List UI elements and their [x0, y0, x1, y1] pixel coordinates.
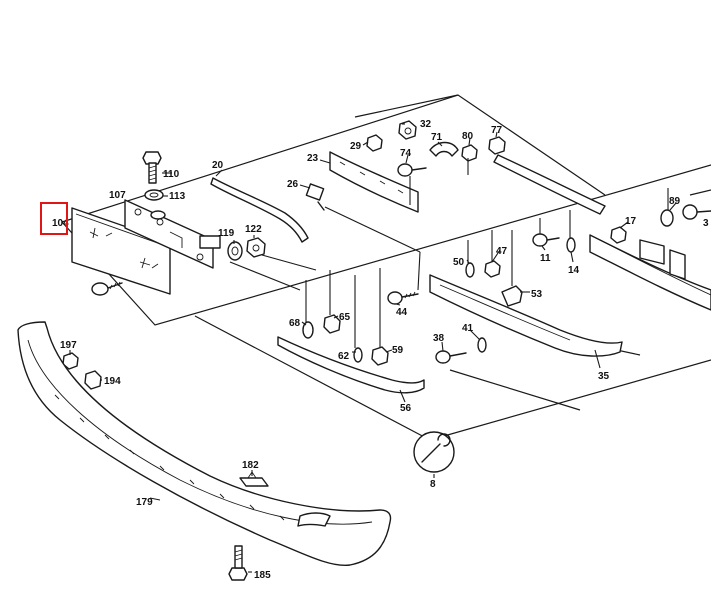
label-53[interactable]: 53 — [531, 289, 543, 300]
moulding-56[interactable] — [277, 336, 425, 394]
washer-41[interactable] — [477, 337, 487, 353]
label-29[interactable]: 29 — [350, 141, 362, 152]
label-50[interactable]: 50 — [453, 257, 465, 268]
label-56[interactable]: 56 — [400, 403, 412, 414]
label-62[interactable]: 62 — [338, 351, 350, 362]
label-59[interactable]: 59 — [392, 345, 404, 356]
screw-38[interactable] — [435, 350, 467, 364]
nut-47[interactable] — [484, 260, 501, 278]
screw-11[interactable] — [532, 233, 560, 247]
label-194[interactable]: 194 — [104, 376, 121, 387]
washer-50[interactable] — [465, 262, 475, 278]
nut-77[interactable] — [488, 136, 506, 155]
part-labels: 104 107 110 113 20 119 122 23 26 29 32 7… — [52, 119, 709, 581]
washer-68[interactable] — [302, 321, 314, 339]
label-80[interactable]: 80 — [462, 131, 474, 142]
clip-182[interactable] — [239, 471, 269, 487]
clip-53[interactable] — [501, 285, 523, 307]
label-113[interactable]: 113 — [169, 191, 186, 202]
leader-lines — [69, 123, 677, 573]
label-197[interactable]: 197 — [60, 340, 77, 351]
label-71[interactable]: 71 — [431, 132, 443, 143]
nut-59[interactable] — [371, 346, 389, 366]
label-47[interactable]: 47 — [496, 246, 508, 257]
label-8[interactable]: 8 — [430, 479, 436, 490]
label-20[interactable]: 20 — [212, 160, 224, 171]
label-17[interactable]: 17 — [625, 216, 637, 227]
spoiler-179[interactable] — [17, 321, 392, 567]
bumper-rail-upper[interactable] — [493, 154, 606, 215]
screw-44[interactable] — [387, 291, 419, 305]
bolt-110[interactable] — [142, 151, 162, 184]
nut-122[interactable] — [246, 237, 266, 258]
washer-14[interactable] — [566, 237, 576, 253]
label-74[interactable]: 74 — [400, 148, 412, 159]
label-89[interactable]: 89 — [669, 196, 681, 207]
washer-119[interactable] — [227, 241, 243, 261]
label-11[interactable]: 11 — [540, 253, 551, 264]
nut-65[interactable] — [323, 314, 341, 334]
bracket-89[interactable] — [589, 234, 711, 311]
label-179[interactable]: 179 — [136, 497, 153, 508]
label-77[interactable]: 77 — [491, 125, 503, 136]
label-23[interactable]: 23 — [307, 153, 319, 164]
label-38[interactable]: 38 — [433, 333, 445, 344]
wrench-icon — [413, 431, 455, 473]
nut-29[interactable] — [366, 134, 383, 152]
nut-32[interactable] — [398, 120, 417, 140]
label-44[interactable]: 44 — [396, 307, 408, 318]
nut-17[interactable] — [610, 226, 627, 244]
clip-71[interactable] — [429, 141, 459, 157]
label-41[interactable]: 41 — [462, 323, 474, 334]
label-107[interactable]: 107 — [109, 190, 126, 201]
plate-carrier-107[interactable] — [124, 199, 221, 269]
nut-80[interactable] — [461, 144, 478, 162]
label-104[interactable]: 104 — [52, 218, 69, 229]
label-122[interactable]: 122 — [245, 224, 262, 235]
label-14[interactable]: 14 — [568, 265, 580, 276]
assembly-frame — [61, 94, 711, 441]
screw-plate[interactable] — [91, 281, 123, 296]
bracket-23[interactable] — [329, 151, 419, 213]
label-65[interactable]: 65 — [339, 312, 351, 323]
label-68[interactable]: 68 — [289, 318, 301, 329]
washer-62[interactable] — [353, 347, 363, 363]
screw-74[interactable] — [397, 163, 427, 177]
label-26[interactable]: 26 — [287, 179, 299, 190]
nut-194[interactable] — [84, 370, 102, 390]
nut-113[interactable] — [144, 189, 166, 220]
label-182[interactable]: 182 — [242, 460, 259, 471]
label-185[interactable]: 185 — [254, 570, 271, 581]
label-119[interactable]: 119 — [218, 228, 235, 239]
highlight-box — [40, 202, 68, 235]
label-32[interactable]: 32 — [420, 119, 432, 130]
screw-185[interactable] — [228, 545, 248, 581]
bolt-89[interactable] — [660, 204, 711, 227]
label-3[interactable]: 3 — [703, 218, 709, 229]
label-110[interactable]: 110 — [163, 169, 180, 180]
label-35[interactable]: 35 — [598, 371, 610, 382]
moulding-35[interactable] — [429, 274, 623, 357]
trim-strip-20[interactable] — [210, 177, 309, 243]
clip-26[interactable] — [305, 183, 325, 211]
